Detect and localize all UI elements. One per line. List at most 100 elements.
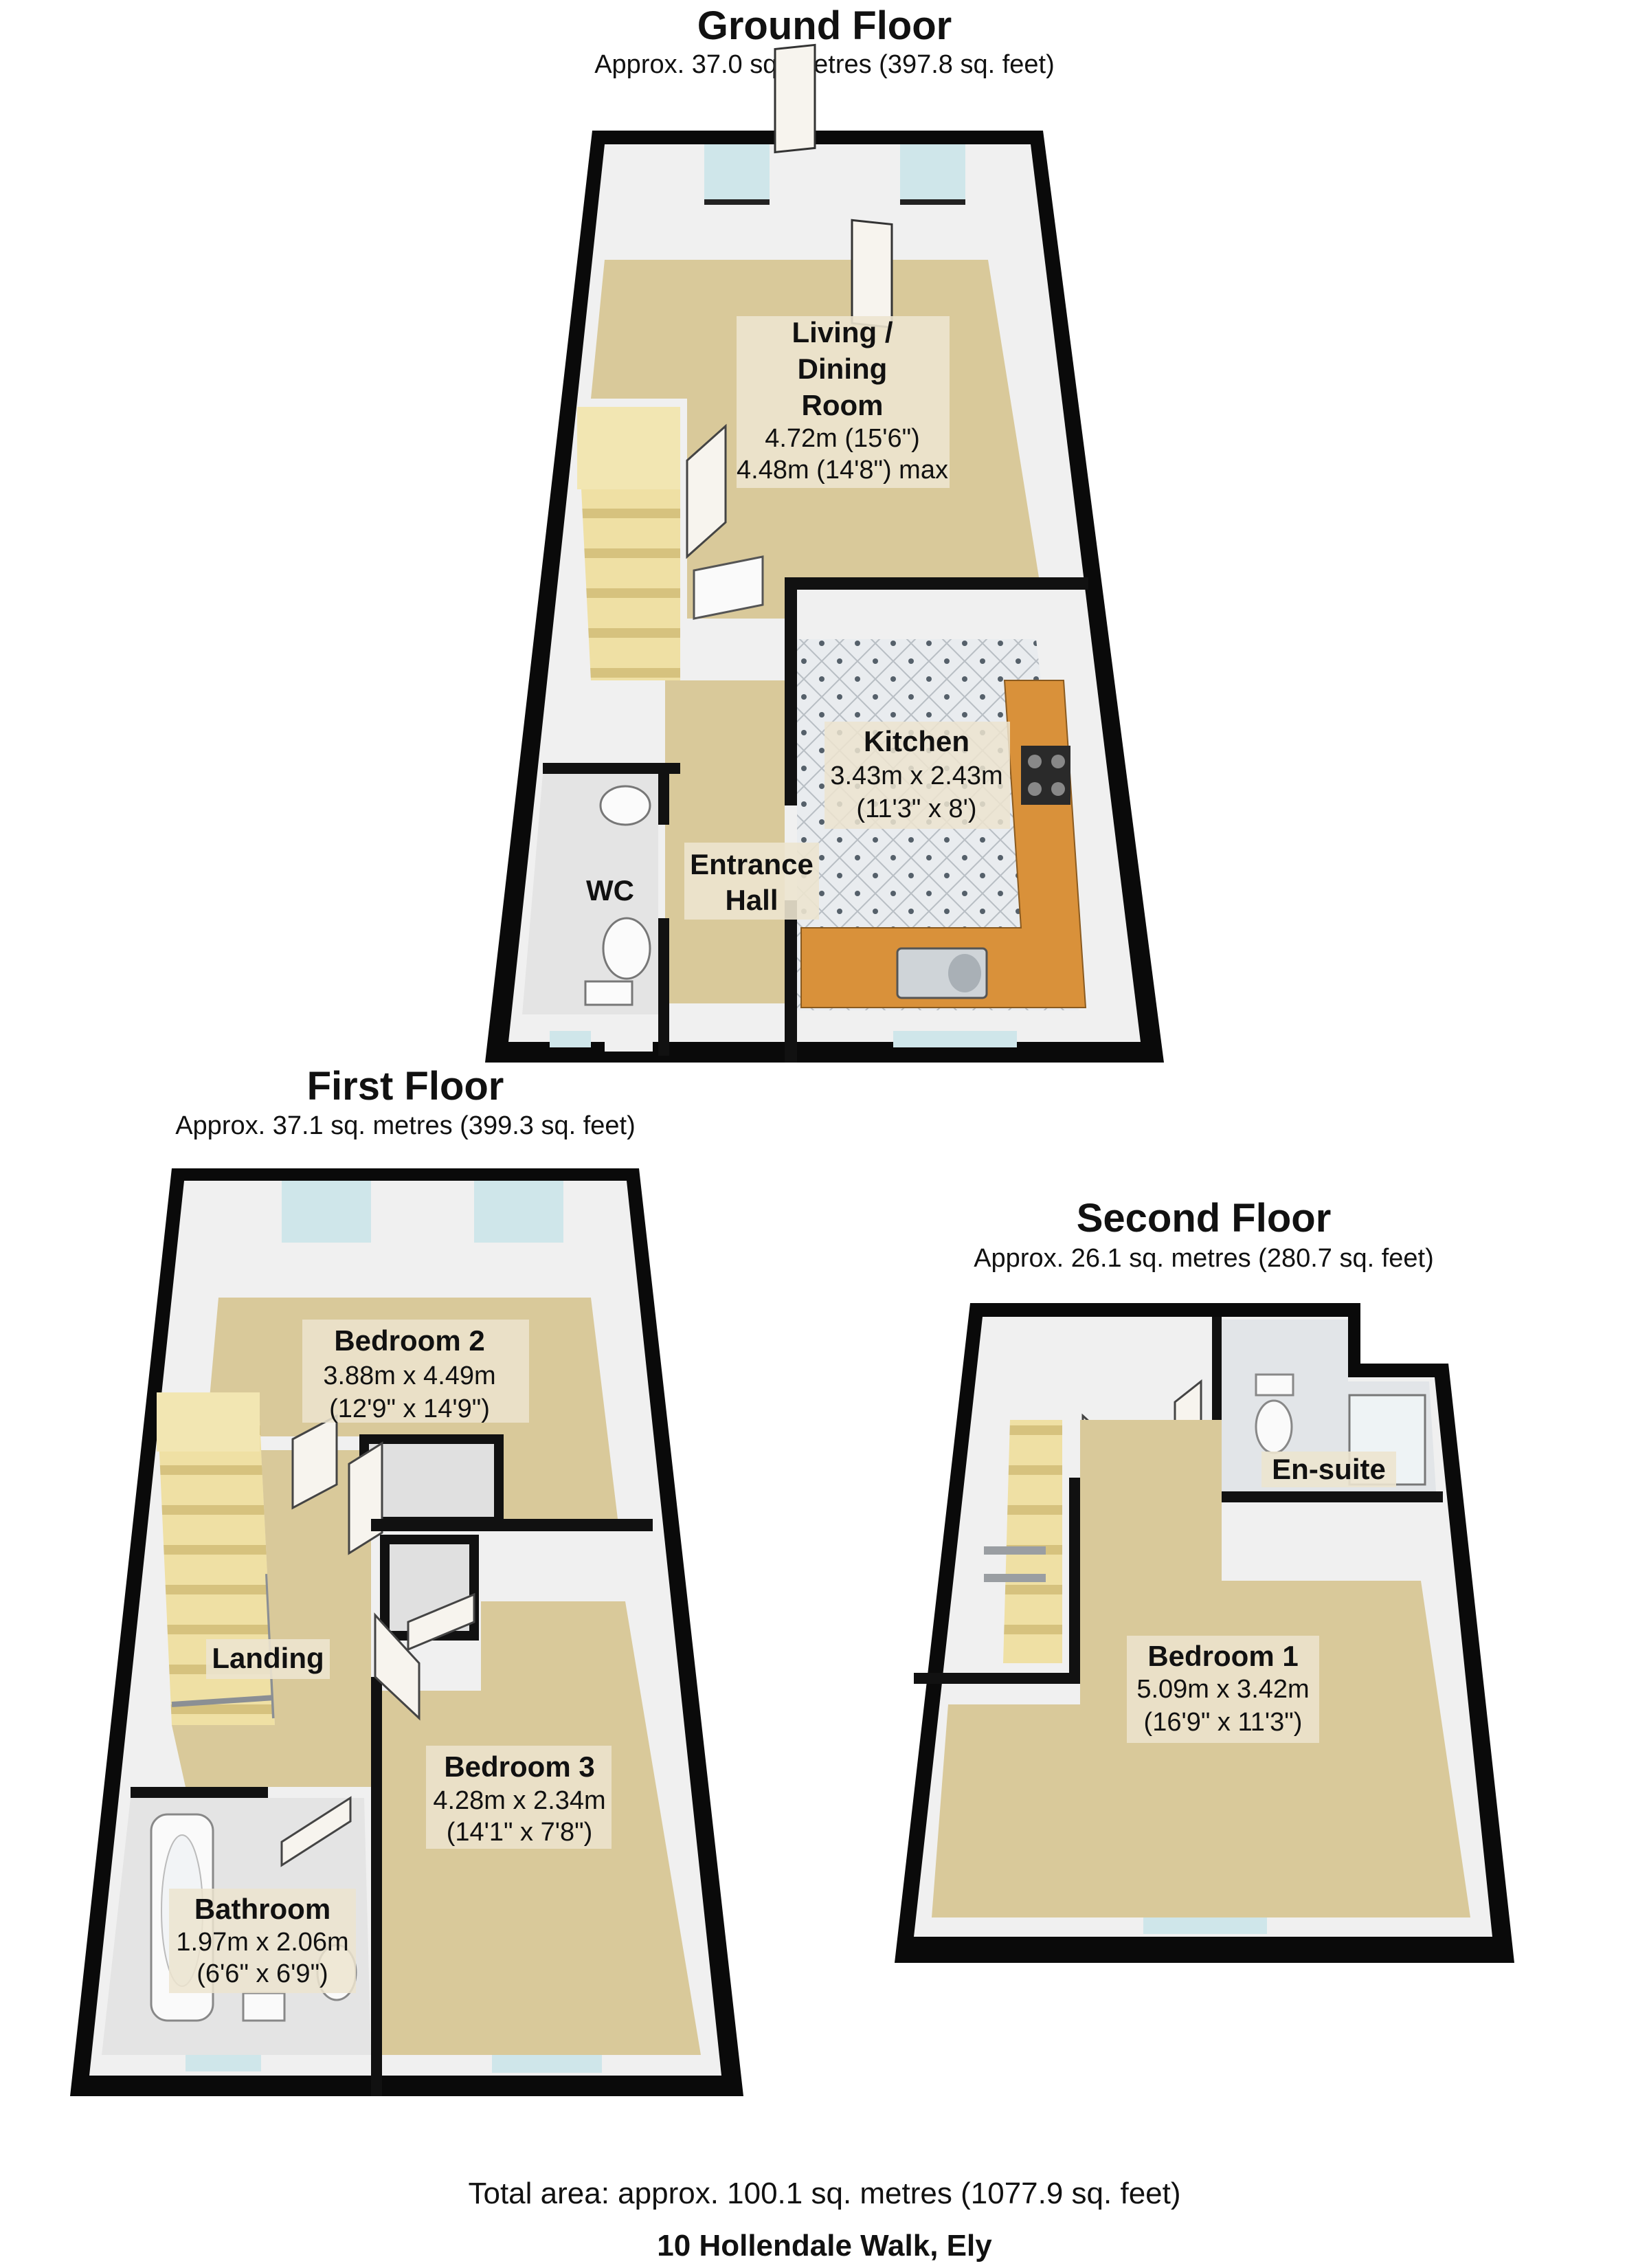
toilet-icon <box>1255 1399 1293 1454</box>
living-room-dims-2: 4.48m (14'8") max <box>737 456 948 485</box>
living-room-name-1: Living / <box>792 316 893 348</box>
basin-icon <box>599 785 651 826</box>
landing-floor <box>172 1450 371 1787</box>
first-floor-area: Approx. 37.1 sq. metres (399.3 sq. feet) <box>175 1111 636 1140</box>
stair-landing-top <box>577 407 680 489</box>
wc-window <box>550 1031 591 1047</box>
ensuite-label-bg <box>1261 1452 1396 1487</box>
entrance-hall-floor <box>665 680 785 1003</box>
bedroom2-window-right <box>474 1181 563 1243</box>
inner-wall <box>1069 1478 1080 1676</box>
bedroom1-dims-1: 5.09m x 3.42m <box>1136 1675 1309 1704</box>
bedroom2-window-left <box>282 1181 371 1243</box>
hall-label-bg <box>684 843 819 920</box>
bedroom3-wall-top <box>371 1519 653 1531</box>
second-floor-title: Second Floor <box>1077 1196 1332 1241</box>
bedroom1-name: Bedroom 1 <box>1147 1640 1298 1672</box>
bedroom1-dims-2: (16'9" x 11'3") <box>1144 1708 1303 1737</box>
entrance-hall-name-2: Hall <box>725 884 778 916</box>
landing-label-bg <box>206 1639 330 1679</box>
bedroom3-dims-1: 4.28m x 2.34m <box>433 1786 605 1815</box>
entrance-hall-name-1: Entrance <box>690 848 814 880</box>
bedroom2-name: Bedroom 2 <box>334 1324 484 1357</box>
cupboard-door <box>291 1414 338 1510</box>
hob-burner <box>1051 755 1065 768</box>
banister <box>984 1574 1046 1582</box>
bedroom1-label-bg <box>1127 1636 1319 1743</box>
front-door-gap <box>605 1031 653 1052</box>
sink-bowl <box>948 954 981 992</box>
ground-floor-area: Approx. 37.0 sq. metres (397.8 sq. feet) <box>594 50 1055 79</box>
basin-icon <box>242 1992 286 2022</box>
bathroom-wall-top <box>131 1787 268 1798</box>
living-room-name-2: Dining <box>798 353 888 385</box>
stair-top <box>157 1392 260 1452</box>
banister-rail <box>171 1695 276 1707</box>
bathroom-label-bg <box>169 1889 356 1993</box>
kitchen-wall-top <box>785 577 1088 590</box>
hob-icon <box>1021 746 1070 805</box>
kitchen-wall-left-lower <box>785 900 797 1063</box>
kitchen-dims-1: 3.43m x 2.43m <box>830 761 1002 790</box>
ensuite-name: En-suite <box>1272 1453 1386 1485</box>
cupboard-door <box>407 1592 475 1652</box>
living-window-right-sill <box>900 199 965 205</box>
toilet-cistern <box>1255 1373 1294 1397</box>
ensuite-wall-bottom <box>1216 1491 1443 1502</box>
bathroom-window <box>186 2055 261 2071</box>
banister <box>984 1546 1046 1555</box>
bedroom3-door <box>374 1612 420 1721</box>
ground-floor-labels: Living / Dining Room 4.72m (15'6") 4.48m… <box>586 316 1010 920</box>
bedroom2-dims-1: 3.88m x 4.49m <box>323 1361 495 1390</box>
toilet-cistern <box>584 980 633 1006</box>
property-address: 10 Hollendale Walk, Ely <box>657 2229 992 2263</box>
bedroom3-name: Bedroom 3 <box>444 1750 594 1783</box>
bedroom3-window <box>492 2055 602 2073</box>
cupboard-door <box>686 423 727 559</box>
toilet-icon <box>602 917 651 980</box>
living-window-left <box>704 144 770 201</box>
ground-floor-title: Ground Floor <box>697 3 952 48</box>
kitchen-window <box>893 1031 1017 1047</box>
wc-wall-right <box>658 763 669 825</box>
cupboard-door <box>348 1441 383 1555</box>
second-staircase <box>1003 1420 1062 1663</box>
kitchen-worktop <box>800 680 1087 1008</box>
second-floor-area: Approx. 26.1 sq. metres (280.7 sq. feet) <box>974 1244 1434 1273</box>
living-room-dims-1: 4.72m (15'6") <box>765 424 920 453</box>
hob-burner <box>1028 755 1042 768</box>
living-window-right <box>900 144 965 201</box>
wc-wall-right-lower <box>658 918 669 1056</box>
kitchen-name: Kitchen <box>864 725 969 757</box>
hob-burner <box>1028 782 1042 796</box>
bathroom-door <box>280 1796 352 1867</box>
hob-burner <box>1051 782 1065 796</box>
bedroom1-window <box>1143 1917 1267 1934</box>
wc-name: WC <box>586 874 634 907</box>
second-floor: Second Floor Approx. 26.1 sq. metres (28… <box>895 1196 1514 1963</box>
bathroom-name: Bathroom <box>194 1893 330 1925</box>
first-floor-title: First Floor <box>307 1064 504 1109</box>
kitchen-label-bg <box>824 722 1010 829</box>
wc-wall-top <box>543 763 680 774</box>
radiator <box>693 555 764 620</box>
first-floor-labels: Bedroom 2 3.88m x 4.49m (12'9" x 14'9") … <box>169 1320 612 1993</box>
french-door-right <box>851 219 893 329</box>
living-label-bg <box>737 316 950 488</box>
total-area: Total area: approx. 100.1 sq. metres (10… <box>468 2177 1180 2210</box>
bedroom2-label-bg <box>302 1320 529 1423</box>
cupboard-top <box>359 1434 504 1526</box>
inner-wall-lower <box>914 1673 1080 1684</box>
second-floor-labels: Bedroom 1 5.09m x 3.42m (16'9" x 11'3") … <box>1127 1452 1396 1743</box>
kitchen-wall-left <box>785 577 797 805</box>
living-window-left-sill <box>704 199 770 205</box>
kitchen-dims-2: (11'3" x 8') <box>856 794 976 823</box>
bathroom-dims-1: 1.97m x 2.06m <box>176 1928 348 1957</box>
bathroom-dims-2: (6'6" x 6'9") <box>197 1959 328 1988</box>
landing-name: Landing <box>212 1642 324 1674</box>
bedroom3-dims-2: (14'1" x 7'8") <box>447 1818 593 1847</box>
bedroom3-wall-left <box>371 1677 382 2096</box>
french-door-left <box>774 43 816 154</box>
bedroom3-label-bg <box>426 1746 612 1849</box>
